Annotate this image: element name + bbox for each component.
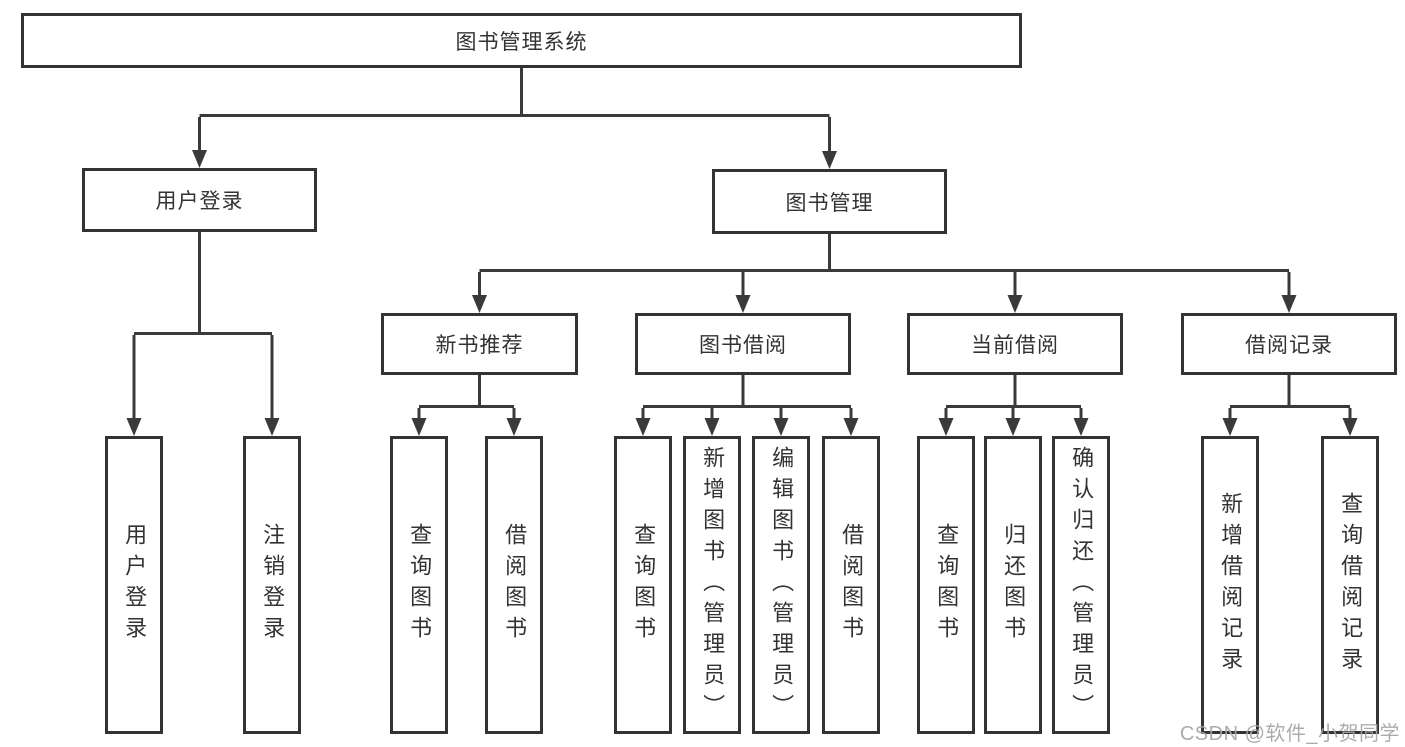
- leaf-user-login: 用户登录: [105, 436, 163, 734]
- leaf-borrow-add-book-admin: 新增图书（管理员）: [683, 436, 741, 734]
- node-new-book-recommend-label: 新书推荐: [435, 334, 524, 357]
- leaf-logout-label: 注销登录: [260, 523, 286, 647]
- node-user-login: 用户登录: [82, 168, 317, 232]
- node-borrow-record-label: 借阅记录: [1245, 334, 1333, 357]
- leaf-borrow-borrow-book: 借阅图书: [822, 436, 880, 734]
- leaf-borrow-edit-book-admin: 编辑图书（管理员）: [752, 436, 810, 734]
- node-current-borrow-label: 当前借阅: [971, 334, 1059, 357]
- leaf-current-return-book: 归还图书: [984, 436, 1042, 734]
- node-book-borrow: 图书借阅: [635, 313, 851, 375]
- node-book-management: 图书管理: [712, 169, 947, 234]
- leaf-current-confirm-return-admin: 确认归还（管理员）: [1052, 436, 1110, 734]
- leaf-recommend-query-book-label: 查询图书: [407, 523, 433, 647]
- leaf-current-confirm-return-admin-label: 确认归还（管理员）: [1069, 445, 1095, 725]
- leaf-user-login-label: 用户登录: [122, 523, 148, 647]
- node-root: 图书管理系统: [21, 13, 1022, 68]
- leaf-current-query-book-label: 查询图书: [934, 523, 960, 647]
- leaf-record-add-borrow-record: 新增借阅记录: [1201, 436, 1259, 734]
- csdn-watermark: CSDN @软件_小贺同学: [1179, 723, 1400, 745]
- leaf-borrow-edit-book-admin-label: 编辑图书（管理员）: [769, 445, 795, 725]
- node-borrow-record: 借阅记录: [1181, 313, 1397, 375]
- leaf-borrow-add-book-admin-label: 新增图书（管理员）: [700, 445, 726, 725]
- leaf-current-return-book-label: 归还图书: [1001, 523, 1027, 647]
- node-root-label: 图书管理系统: [455, 30, 588, 54]
- leaf-recommend-query-book: 查询图书: [390, 436, 448, 734]
- leaf-borrow-borrow-book-label: 借阅图书: [839, 523, 865, 647]
- leaf-record-add-borrow-record-label: 新增借阅记录: [1218, 492, 1244, 678]
- node-current-borrow: 当前借阅: [907, 313, 1123, 375]
- leaf-current-query-book: 查询图书: [917, 436, 975, 734]
- leaf-logout: 注销登录: [243, 436, 301, 734]
- leaf-record-query-borrow-record-label: 查询借阅记录: [1338, 492, 1364, 678]
- leaf-recommend-borrow-book-label: 借阅图书: [502, 523, 528, 647]
- leaf-recommend-borrow-book: 借阅图书: [485, 436, 543, 734]
- node-user-login-label: 用户登录: [155, 190, 244, 213]
- node-book-borrow-label: 图书借阅: [699, 334, 787, 357]
- leaf-record-query-borrow-record: 查询借阅记录: [1321, 436, 1379, 734]
- leaf-borrow-query-book: 查询图书: [614, 436, 672, 734]
- leaf-borrow-query-book-label: 查询图书: [631, 523, 657, 647]
- node-new-book-recommend: 新书推荐: [381, 313, 578, 375]
- node-book-management-label: 图书管理: [785, 191, 874, 215]
